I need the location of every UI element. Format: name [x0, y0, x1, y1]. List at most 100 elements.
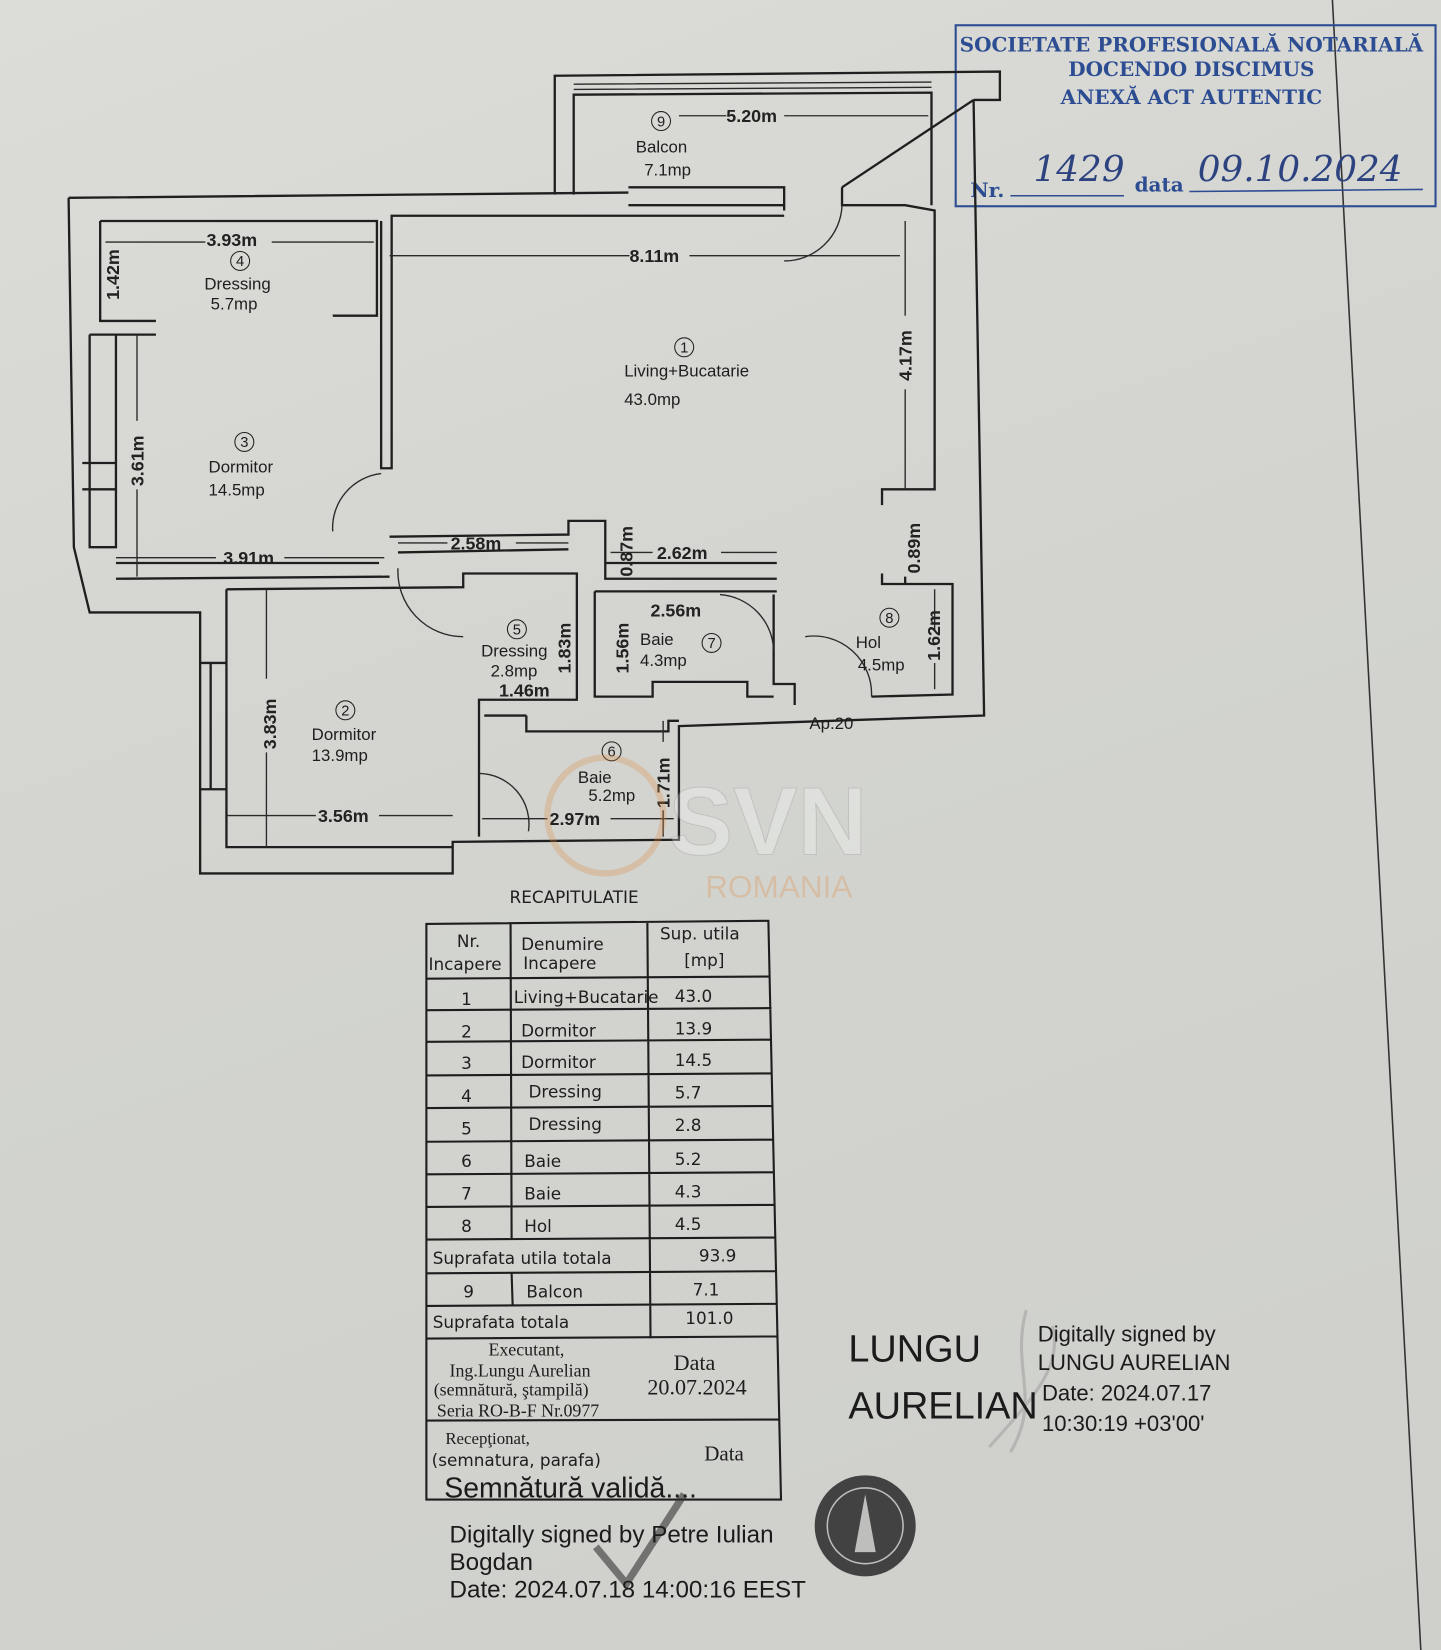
table-rows-0-nr: 1 [461, 989, 472, 1009]
plan-dimensions-15: 1.62m [924, 610, 944, 661]
recap-table: RECAPITULATIE Nr.Incapere DenumireIncape… [425, 887, 783, 1501]
table-rows-4-nr: 5 [461, 1118, 472, 1138]
signature_lungu-lines-2: Date: 2024.07.17 [1042, 1381, 1211, 1406]
plan-dimensions-0: 5.20m [726, 106, 777, 126]
table-row: 1 Living+Bucatarie 43.0 [461, 986, 712, 1009]
plan-rooms-7-area: 4.5mp [858, 655, 905, 674]
table-executant-0: Executant, [488, 1339, 564, 1359]
page-edge [1331, 0, 1422, 1650]
table-balcony-name: Balcon [526, 1281, 583, 1301]
plan-dimensions-6: 3.91m [223, 548, 274, 568]
table-rows-6-nr: 7 [461, 1184, 472, 1204]
digital-signature-lungu: LUNGU AURELIAN Digitally signed by LUNGU… [848, 1309, 1230, 1453]
table-rows-7-name: Hol [524, 1216, 552, 1236]
plan-rooms-3-area: 5.7mp [211, 294, 258, 313]
table-rows-1-name: Dormitor [521, 1021, 596, 1041]
room-7: 7 Baie 4.3mp [640, 630, 722, 670]
plan-rooms-2-area: 14.5mp [209, 481, 265, 500]
table-headers-1-0: Denumire [521, 934, 604, 954]
plan-dimensions-4: 4.17m [895, 330, 915, 381]
plan-rooms-6-no: 7 [707, 636, 715, 652]
table-rows-3-area: 5.7 [675, 1083, 702, 1103]
watermark-sub: ROMANIA [705, 869, 852, 905]
table-exec_date: 20.07.2024 [647, 1374, 746, 1399]
signature_petre-valid: Semnătură validă.... [444, 1472, 697, 1504]
table-rows-5-name: Baie [524, 1151, 561, 1171]
signature_petre-lines-1: Bogdan [450, 1549, 533, 1576]
notary-stamp: SOCIETATE PROFESIONALĂ NOTARIALĂ DOCENDO… [954, 24, 1437, 208]
plan-rooms-5-no: 6 [607, 745, 615, 761]
table-rows-2-name: Dormitor [521, 1052, 596, 1072]
plan-rooms-6-area: 4.3mp [640, 651, 687, 670]
table-balcony-area: 7.1 [693, 1279, 720, 1299]
total-label: Suprafata totala [433, 1312, 570, 1332]
table-headers-2-1: [mp] [684, 950, 724, 970]
plan-dimensions-14: 1.46m [499, 681, 550, 701]
plan-rooms-4-area: 2.8mp [491, 662, 538, 681]
plan-rooms-1-area: 13.9mp [312, 746, 368, 765]
plan-dimensions-16: 3.83m [260, 699, 280, 750]
plan-rooms-5-area: 5.2mp [588, 786, 635, 805]
plan-dimensions-9: 2.62m [657, 543, 708, 563]
signature_lungu-name2: AURELIAN [848, 1385, 1037, 1427]
plan-rooms-4-no: 5 [513, 623, 521, 639]
table-title: RECAPITULATIE [510, 887, 639, 907]
table-rows-2-nr: 3 [461, 1053, 472, 1073]
table-rows-3-nr: 4 [461, 1086, 472, 1106]
stamp-nr-value: 1429 [1034, 149, 1125, 190]
table-executant-1: Ing.Lungu Aurelian [450, 1360, 591, 1380]
plan-rooms-6-name: Baie [640, 630, 674, 649]
table-rows-7-area: 4.5 [675, 1214, 702, 1234]
signature_lungu-lines-0: Digitally signed by [1038, 1322, 1216, 1347]
table-rows-7-nr: 8 [461, 1216, 472, 1236]
plan-rooms-5-name: Baie [578, 768, 612, 787]
signature_lungu-lines-3: 10:30:19 +03'00' [1042, 1411, 1205, 1436]
stamp-line1: SOCIETATE PROFESIONALĂ NOTARIALĂ [960, 32, 1424, 57]
plan-dimensions-18: 2.97m [550, 809, 601, 829]
table-received_date_label: Data [704, 1442, 744, 1466]
svn-watermark: SVN ROMANIA [544, 754, 868, 905]
table-rows-6-area: 4.3 [675, 1182, 702, 1202]
useful-total: 93.9 [699, 1246, 736, 1266]
plan-dimensions-10: 0.89m [904, 523, 924, 574]
table-headers-2-0: Sup. utila [660, 924, 740, 944]
table-received-0: Recepţionat, [445, 1429, 530, 1448]
useful-total-label: Suprafata utila totala [433, 1248, 612, 1268]
table-rows-0-area: 43.0 [675, 986, 712, 1006]
plan-dimensions-19: 1.71m [653, 757, 673, 808]
table-executant-2: (semnătură, ştampilă) [434, 1379, 589, 1400]
plan-rooms-2-name: Dormitor [209, 457, 274, 476]
plan-rooms-3-name: Dressing [204, 274, 270, 293]
signature_petre-lines-0: Digitally signed by Petre Iulian [450, 1522, 774, 1549]
plan-rooms-0-area: 43.0mp [624, 390, 680, 409]
plan-dimensions-17: 3.56m [318, 806, 369, 826]
table-row: 9 Balcon 7.1 [463, 1279, 719, 1301]
table-rows-0-name: Living+Bucatarie [514, 987, 659, 1007]
table-balcony-nr: 9 [463, 1281, 474, 1301]
table-rows-4-name: Dressing [528, 1114, 601, 1134]
signature_lungu-name1: LUNGU [848, 1329, 981, 1371]
plan-rooms-3-no: 4 [236, 254, 244, 270]
plan-rooms-1-name: Dormitor [312, 725, 377, 744]
table-rows-2-area: 14.5 [675, 1050, 712, 1070]
plan-rooms-7-no: 8 [885, 611, 893, 627]
stamp-line3: ANEXĂ ACT AUTENTIC [1060, 84, 1323, 109]
plan-rooms-7-name: Hol [856, 633, 881, 652]
seal-icon [814, 1475, 916, 1577]
signature_petre-lines-2: Date: 2024.07.18 14:00:16 EEST [450, 1576, 807, 1603]
plan-rooms-1-no: 2 [341, 704, 349, 720]
plan-rooms-2-no: 3 [240, 435, 248, 451]
plan-dimensions-11: 2.56m [651, 601, 702, 621]
floor-plan-walls [67, 70, 1002, 875]
